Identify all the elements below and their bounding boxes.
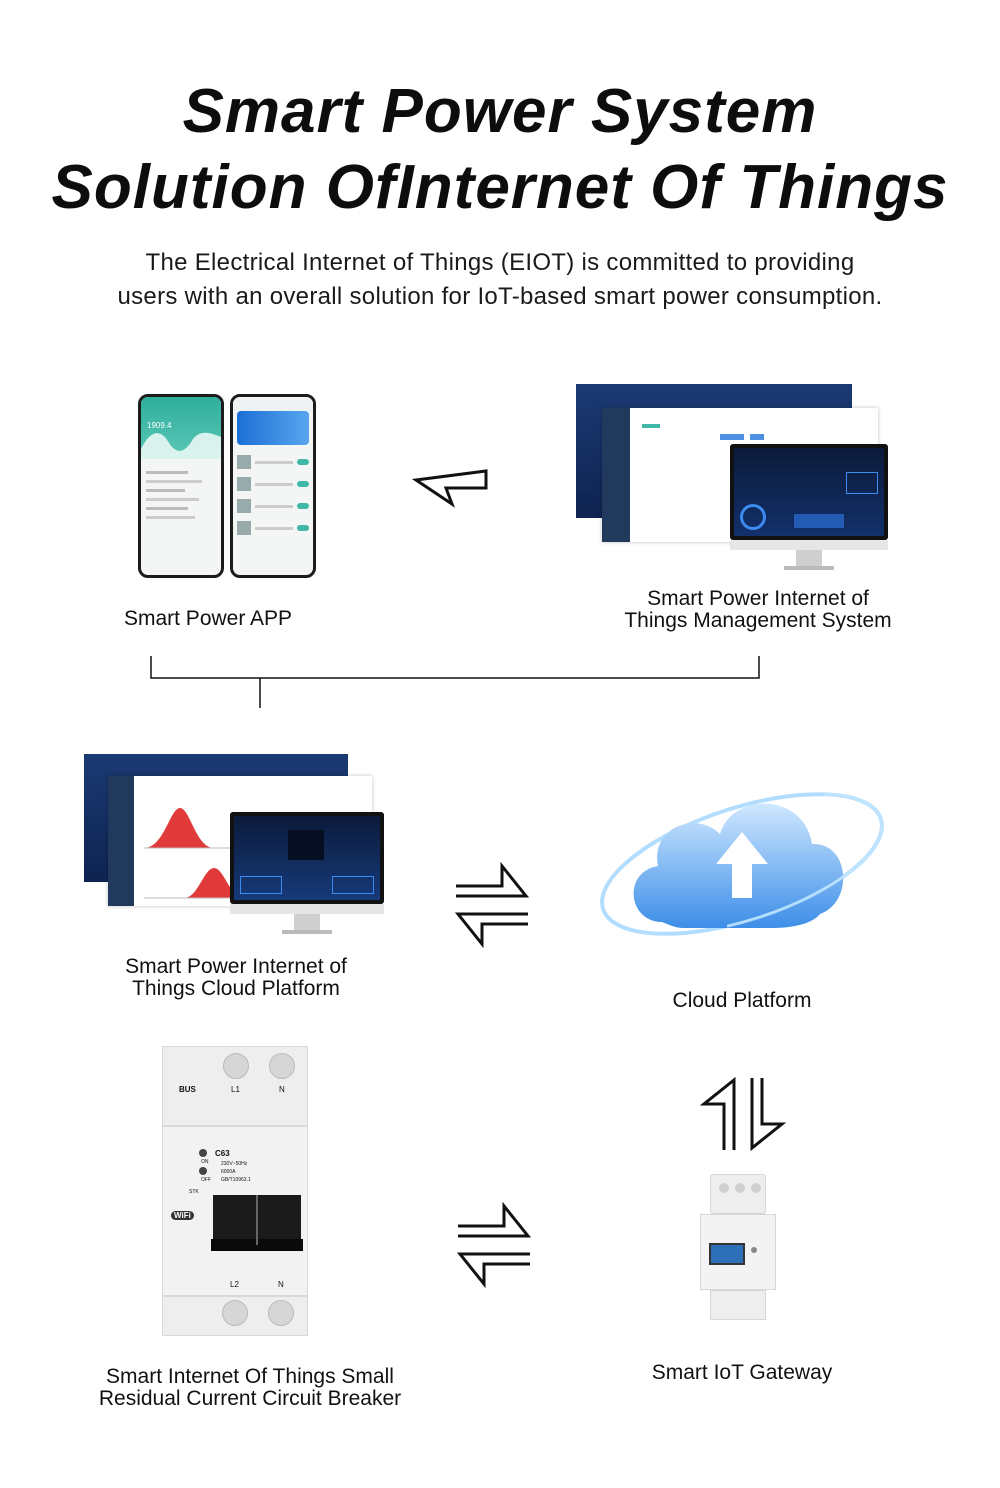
cloud-software-label-line-1: Smart Power Internet of: [125, 955, 347, 978]
vertical-bidirectional-arrow-icon: [700, 1076, 786, 1152]
mark-spec-1: 230V~50Hz: [221, 1161, 248, 1167]
management-label-line-1: Smart Power Internet of: [647, 587, 869, 610]
mark-spec-3: GB/T10963.1: [221, 1177, 251, 1183]
app-label: Smart Power APP: [123, 607, 293, 630]
mark-on: ON: [201, 1159, 209, 1165]
bidirectional-arrow-icon: [456, 1202, 532, 1288]
gateway-label: Smart IoT Gateway: [651, 1361, 833, 1384]
description-line-2: users with an overall solution for IoT-b…: [117, 283, 883, 310]
phone-left: 1909.4: [138, 394, 224, 578]
phone-right: [230, 394, 316, 578]
page-title-line-2: Solution OfInternet Of Things: [51, 153, 949, 222]
breaker-label-line-1: Smart Internet Of Things Small: [106, 1365, 394, 1388]
page-title-line-1: Smart Power System: [182, 77, 818, 146]
gateway-lcd: [709, 1243, 745, 1265]
mark-stk: STK: [189, 1189, 199, 1195]
mark-l2: L2: [230, 1280, 239, 1289]
phone-reading: 1909.4: [147, 421, 172, 430]
mark-l1: L1: [231, 1085, 240, 1094]
phone-wave-chart: [141, 432, 221, 459]
mark-n-top: N: [279, 1085, 285, 1094]
circuit-breaker-image: BUS L1 N ON OFF STK C63 230V~50Hz 6000A …: [162, 1046, 308, 1336]
mark-bus: BUS: [179, 1085, 196, 1094]
arrow-left-icon: [412, 469, 488, 508]
screw-icon: [269, 1053, 295, 1079]
bidirectional-arrow-icon: [454, 862, 530, 948]
cloud-software-label-line-2: Things Cloud Platform: [132, 977, 340, 1000]
wifi-badge: WiFi: [171, 1211, 194, 1220]
screw-icon: [268, 1300, 294, 1326]
iot-gateway-image: [700, 1174, 776, 1320]
management-system-image: [576, 384, 892, 578]
mark-n-bottom: N: [278, 1280, 284, 1289]
connector-bracket: [150, 656, 760, 708]
cloud-platform-software-image: [84, 754, 384, 940]
management-label-line-2: Things Management System: [624, 609, 892, 632]
screw-icon: [222, 1300, 248, 1326]
description-line-1: The Electrical Internet of Things (EIOT)…: [145, 249, 855, 276]
mark-model: C63: [215, 1149, 230, 1158]
cloud-label: Cloud Platform: [672, 989, 812, 1012]
mark-spec-2: 6000A: [221, 1169, 236, 1175]
breaker-label-line-2: Residual Current Circuit Breaker: [98, 1387, 402, 1410]
cloud-upload-icon: [600, 792, 884, 936]
screw-icon: [223, 1053, 249, 1079]
mark-off: OFF: [201, 1177, 211, 1183]
smart-power-app-image: 1909.4: [138, 394, 318, 578]
